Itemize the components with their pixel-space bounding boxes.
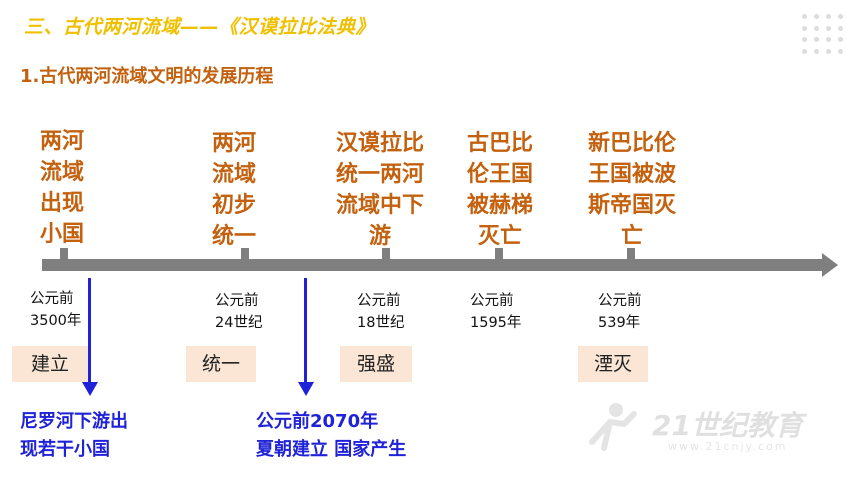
- event-label-3: 汉谟拉比统一两河流域中下游: [335, 131, 424, 249]
- timeline-arrow-icon: [822, 253, 838, 277]
- note-line: 夏朝建立 国家产生: [256, 439, 407, 460]
- event-date-2: 公元前 24世纪: [215, 290, 262, 334]
- stage-tag-perish: 湮灭: [578, 346, 648, 382]
- page-title: 三、古代两河流域——《汉谟拉比法典》: [24, 16, 376, 38]
- arrow-down-icon: [298, 382, 314, 396]
- watermark-logo: 21世纪教育 www.21cnjy.com: [582, 398, 842, 458]
- event-label-1: 两河流域出现小国: [39, 129, 84, 247]
- event-date-4: 公元前 1595年: [470, 290, 521, 334]
- watermark-url: www.21cnjy.com: [668, 440, 788, 453]
- stage-tag-establish: 建立: [12, 346, 88, 382]
- timeline-tick: [495, 248, 503, 262]
- timeline-tick: [60, 248, 68, 262]
- section-subtitle: 1.古代两河流域文明的发展历程: [20, 66, 274, 87]
- decorative-dots-icon: [802, 14, 843, 54]
- event-label-2: 两河流域初步统一: [211, 131, 256, 249]
- timeline-tick: [241, 248, 249, 262]
- china-note: 公元前2070年 夏朝建立 国家产生: [256, 408, 406, 464]
- date-line: 公元前: [598, 293, 642, 309]
- note-line: 现若干小国: [20, 439, 110, 460]
- timeline-tick: [627, 248, 635, 262]
- comparison-arrow-line: [88, 278, 91, 384]
- event-date-1: 公元前 3500年: [30, 288, 81, 332]
- date-line: 公元前: [470, 293, 514, 309]
- stage-tag-unify: 统一: [186, 346, 256, 382]
- date-line: 公元前: [30, 291, 74, 307]
- egypt-note: 尼罗河下游出 现若干小国: [20, 408, 128, 464]
- event-label-4: 古巴比伦王国被赫梯灭亡: [466, 131, 533, 249]
- date-line: 18世纪: [357, 315, 405, 331]
- date-line: 539年: [598, 315, 641, 331]
- date-line: 公元前: [215, 293, 259, 309]
- event-date-3: 公元前 18世纪: [357, 290, 404, 334]
- event-label-5: 新巴比伦王国被波斯帝国灭亡: [587, 131, 676, 249]
- date-line: 3500年: [30, 313, 82, 329]
- comparison-arrow-line: [304, 278, 307, 384]
- timeline-tick: [382, 248, 390, 262]
- date-line: 1595年: [470, 315, 522, 331]
- date-line: 公元前: [357, 293, 401, 309]
- runner-icon: [589, 403, 637, 451]
- event-date-5: 公元前 539年: [598, 290, 642, 334]
- note-line: 公元前2070年: [256, 411, 379, 432]
- stage-tag-prosper: 强盛: [340, 346, 412, 382]
- arrow-down-icon: [82, 382, 98, 396]
- note-line: 尼罗河下游出: [20, 411, 128, 432]
- timeline-axis: [42, 259, 824, 271]
- date-line: 24世纪: [215, 315, 263, 331]
- watermark-text: 21世纪教育: [652, 409, 803, 442]
